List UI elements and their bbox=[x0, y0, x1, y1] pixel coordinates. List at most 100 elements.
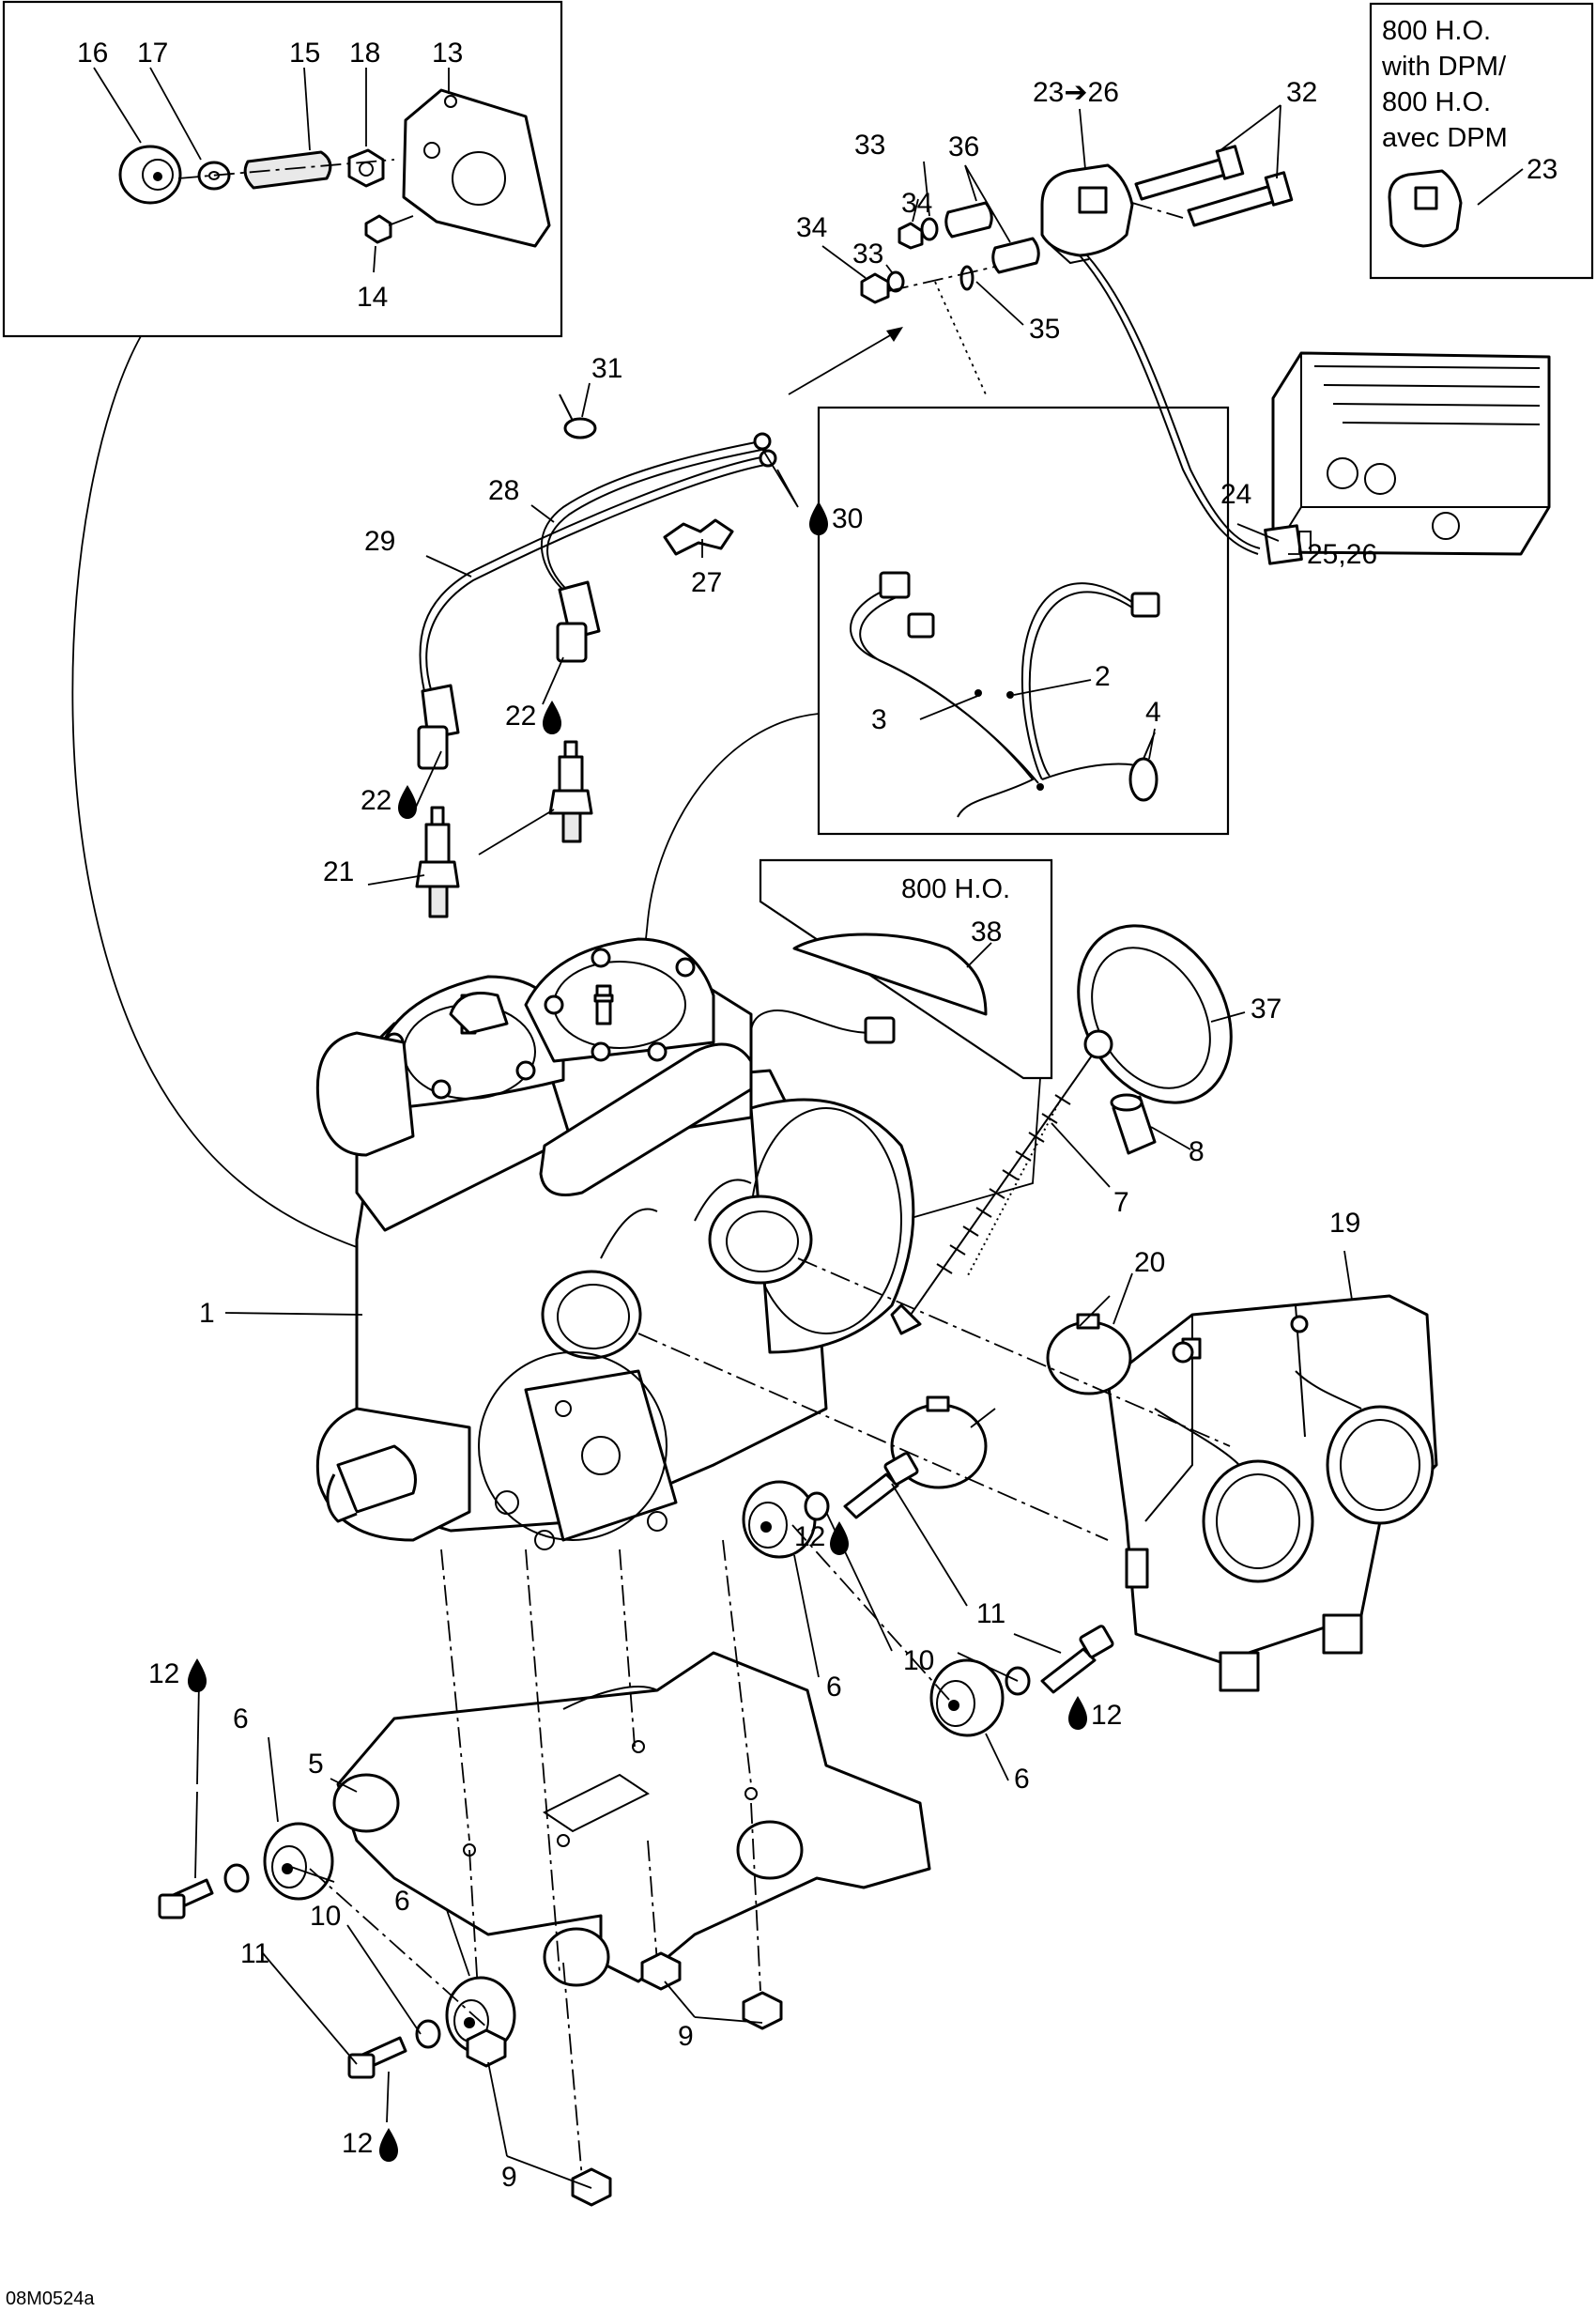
mount-axis bbox=[887, 266, 996, 292]
nut-34a bbox=[898, 222, 924, 250]
callout-22-upper: 22 bbox=[505, 701, 536, 732]
callout-22-lower: 22 bbox=[361, 785, 391, 816]
mount-axis-g bbox=[647, 1840, 658, 1964]
note-dpm-line-1: 800 H.O. bbox=[1382, 16, 1491, 46]
callout-33-lower: 33 bbox=[852, 239, 883, 270]
control-module bbox=[1271, 351, 1551, 556]
spacer-36a bbox=[944, 201, 993, 239]
callout-9-b: 9 bbox=[501, 2162, 517, 2193]
clip-27 bbox=[663, 518, 734, 556]
carb-axis-1 bbox=[797, 1257, 1231, 1447]
engine-1 bbox=[315, 937, 915, 1550]
washer-10a bbox=[804, 1491, 830, 1521]
callout-10-b: 10 bbox=[310, 1901, 341, 1932]
harness-2-3 bbox=[850, 571, 1160, 818]
screw-14 bbox=[364, 214, 414, 244]
ignition-cable-28-29 bbox=[419, 432, 777, 694]
figure-code: 08M0524a bbox=[6, 2289, 95, 2309]
bolt-axis-left bbox=[309, 1868, 489, 2029]
spring-rod-7 bbox=[890, 1029, 1113, 1335]
spark-plug-21b bbox=[415, 806, 460, 918]
callout-2: 2 bbox=[1095, 661, 1111, 692]
plate-38 bbox=[792, 933, 988, 1016]
nut-34b bbox=[860, 272, 890, 304]
callout-18: 18 bbox=[349, 38, 380, 69]
callout-34-lower: 34 bbox=[796, 212, 827, 243]
sealant-drop-30-icon bbox=[809, 501, 828, 535]
nut-9c bbox=[466, 2028, 507, 2068]
mount-pins bbox=[934, 281, 987, 395]
callout-10-a: 10 bbox=[903, 1645, 934, 1676]
callout-32: 32 bbox=[1286, 77, 1317, 108]
callout-30: 30 bbox=[832, 503, 863, 534]
rubber-mount-6b bbox=[929, 1658, 1005, 1737]
callout-6-b: 6 bbox=[1014, 1764, 1030, 1795]
callout-20: 20 bbox=[1134, 1247, 1165, 1278]
bolt-11c bbox=[158, 1878, 214, 1919]
note-800ho: 800 H.O. bbox=[901, 874, 1010, 904]
nut-9b bbox=[742, 1991, 783, 2030]
callout-24: 24 bbox=[1220, 479, 1251, 510]
knob-16 bbox=[118, 145, 182, 205]
cable-tie-4 bbox=[1128, 732, 1159, 802]
spark-cap-22b bbox=[417, 684, 460, 770]
callout-27: 27 bbox=[691, 567, 722, 598]
plug-link-line bbox=[478, 809, 555, 855]
inset-box-800ho-plate bbox=[759, 858, 1053, 1080]
callout-6-a: 6 bbox=[826, 1672, 842, 1703]
sealant-drop-12-c-icon bbox=[188, 1658, 207, 1692]
cable-sleeve-15 bbox=[243, 150, 332, 190]
carb-axis-2 bbox=[637, 1333, 1109, 1541]
callout-16: 16 bbox=[77, 38, 108, 69]
callout-9-a: 9 bbox=[678, 2021, 694, 2052]
note-dpm-line-3: 800 H.O. bbox=[1382, 87, 1491, 117]
callout-28: 28 bbox=[488, 475, 519, 506]
bolt-11d bbox=[347, 2036, 407, 2079]
callout-25-26: 25,26 bbox=[1307, 539, 1377, 570]
callout-38: 38 bbox=[971, 917, 1002, 948]
nut-18 bbox=[347, 148, 385, 188]
bolt-32a bbox=[1134, 145, 1245, 201]
rubber-mount-6a bbox=[742, 1480, 817, 1559]
callout-14: 14 bbox=[357, 282, 388, 313]
rubber-mount-6c bbox=[263, 1822, 334, 1901]
sensor-23 bbox=[1040, 163, 1134, 265]
callout-29: 29 bbox=[364, 526, 395, 557]
callout-5: 5 bbox=[308, 1749, 324, 1780]
callout-6-c: 6 bbox=[233, 1703, 249, 1734]
callout-33-upper: 33 bbox=[854, 130, 885, 161]
sealant-drop-12-b-icon bbox=[1068, 1696, 1087, 1730]
note-dpm-line-4: avec DPM bbox=[1382, 123, 1508, 153]
spacer-36b bbox=[991, 237, 1040, 274]
crank-cover-ring bbox=[478, 1351, 668, 1541]
arrow-cables-to-sensor bbox=[788, 327, 903, 395]
clamp-20a bbox=[1046, 1313, 1132, 1395]
callout-21: 21 bbox=[323, 856, 354, 887]
mount-axis-d bbox=[722, 1539, 752, 1785]
mount-axis-c bbox=[619, 1549, 636, 1748]
callout-11-b: 11 bbox=[240, 1938, 269, 1969]
callout-31: 31 bbox=[591, 353, 622, 384]
sleeve-8 bbox=[1110, 1093, 1157, 1155]
callout-37: 37 bbox=[1251, 994, 1281, 1025]
sealant-drop-22-lower-icon bbox=[398, 785, 417, 819]
callout-19: 19 bbox=[1329, 1208, 1360, 1239]
callout-17: 17 bbox=[137, 38, 168, 69]
dpm-sensor-23 bbox=[1388, 169, 1463, 248]
inset-box-wiring-harness bbox=[817, 406, 1230, 836]
sensor-axis bbox=[1131, 202, 1184, 219]
callout-12-d: 12 bbox=[342, 2128, 373, 2159]
callout-1: 1 bbox=[199, 1298, 215, 1329]
callout-34-upper: 34 bbox=[901, 188, 932, 219]
callout-6-d: 6 bbox=[394, 1886, 410, 1917]
engine-mount-5 bbox=[332, 1651, 931, 1987]
bolt-32b bbox=[1187, 171, 1294, 227]
callout-8: 8 bbox=[1189, 1136, 1205, 1167]
callout-13: 13 bbox=[432, 38, 463, 69]
callout-35: 35 bbox=[1029, 314, 1060, 345]
sealant-drop-12-d-icon bbox=[379, 2128, 398, 2162]
callout-12-c: 12 bbox=[148, 1658, 179, 1689]
washer-10d bbox=[415, 2019, 441, 2049]
spark-cap-22a bbox=[556, 580, 601, 663]
